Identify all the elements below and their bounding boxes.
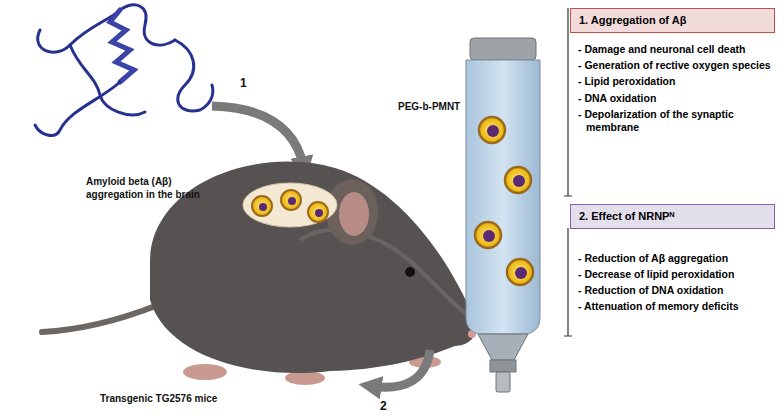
header-box: 2. Effect of NRNPᴺ: [570, 204, 775, 229]
list-item: - Reduction of Aβ aggregation: [578, 252, 774, 265]
header-text: 2. Effect of NRNPᴺ: [579, 210, 766, 223]
list-item: - Generation of rective oxygen species: [578, 59, 774, 72]
header-box: 1. Aggregation of Aβ: [570, 8, 775, 33]
protein-ribbon: [35, 5, 213, 135]
bracket-line: [564, 8, 572, 336]
list-item: - DNA oxidation: [578, 92, 774, 105]
figure-caption: Transgenic TG2576 mice: [100, 393, 260, 406]
list-item: - Depolarization of the synaptic membran…: [578, 108, 774, 134]
figure-caption: PEG-b-PMNT: [398, 101, 468, 114]
water-bottle: [466, 38, 540, 392]
list-item: - Damage and neuronal cell death: [578, 43, 774, 56]
nanoparticle: [475, 117, 533, 285]
step-number: 1: [240, 76, 254, 91]
mouse-figure: [42, 162, 476, 385]
list-item: - Attenuation of memory deficits: [578, 300, 774, 313]
figure-caption: Amyloid beta (Aβ) aggregation in the bra…: [86, 176, 214, 201]
step-number: 2: [380, 399, 394, 414]
effect-list: - Damage and neuronal cell death - Genera…: [578, 43, 774, 137]
list-item: - Decrease of lipid peroxidation: [578, 268, 774, 281]
list-item: - Reduction of DNA oxidation: [578, 284, 774, 297]
nanoparticle: [252, 190, 328, 222]
header-text: 1. Aggregation of Aβ: [579, 14, 766, 27]
effect-list: - Reduction of Aβ aggregation - Decrease …: [578, 252, 774, 317]
step-arrow: [212, 106, 304, 168]
step-arrow: [370, 350, 430, 387]
list-item: - Lipid peroxidation: [578, 75, 774, 88]
